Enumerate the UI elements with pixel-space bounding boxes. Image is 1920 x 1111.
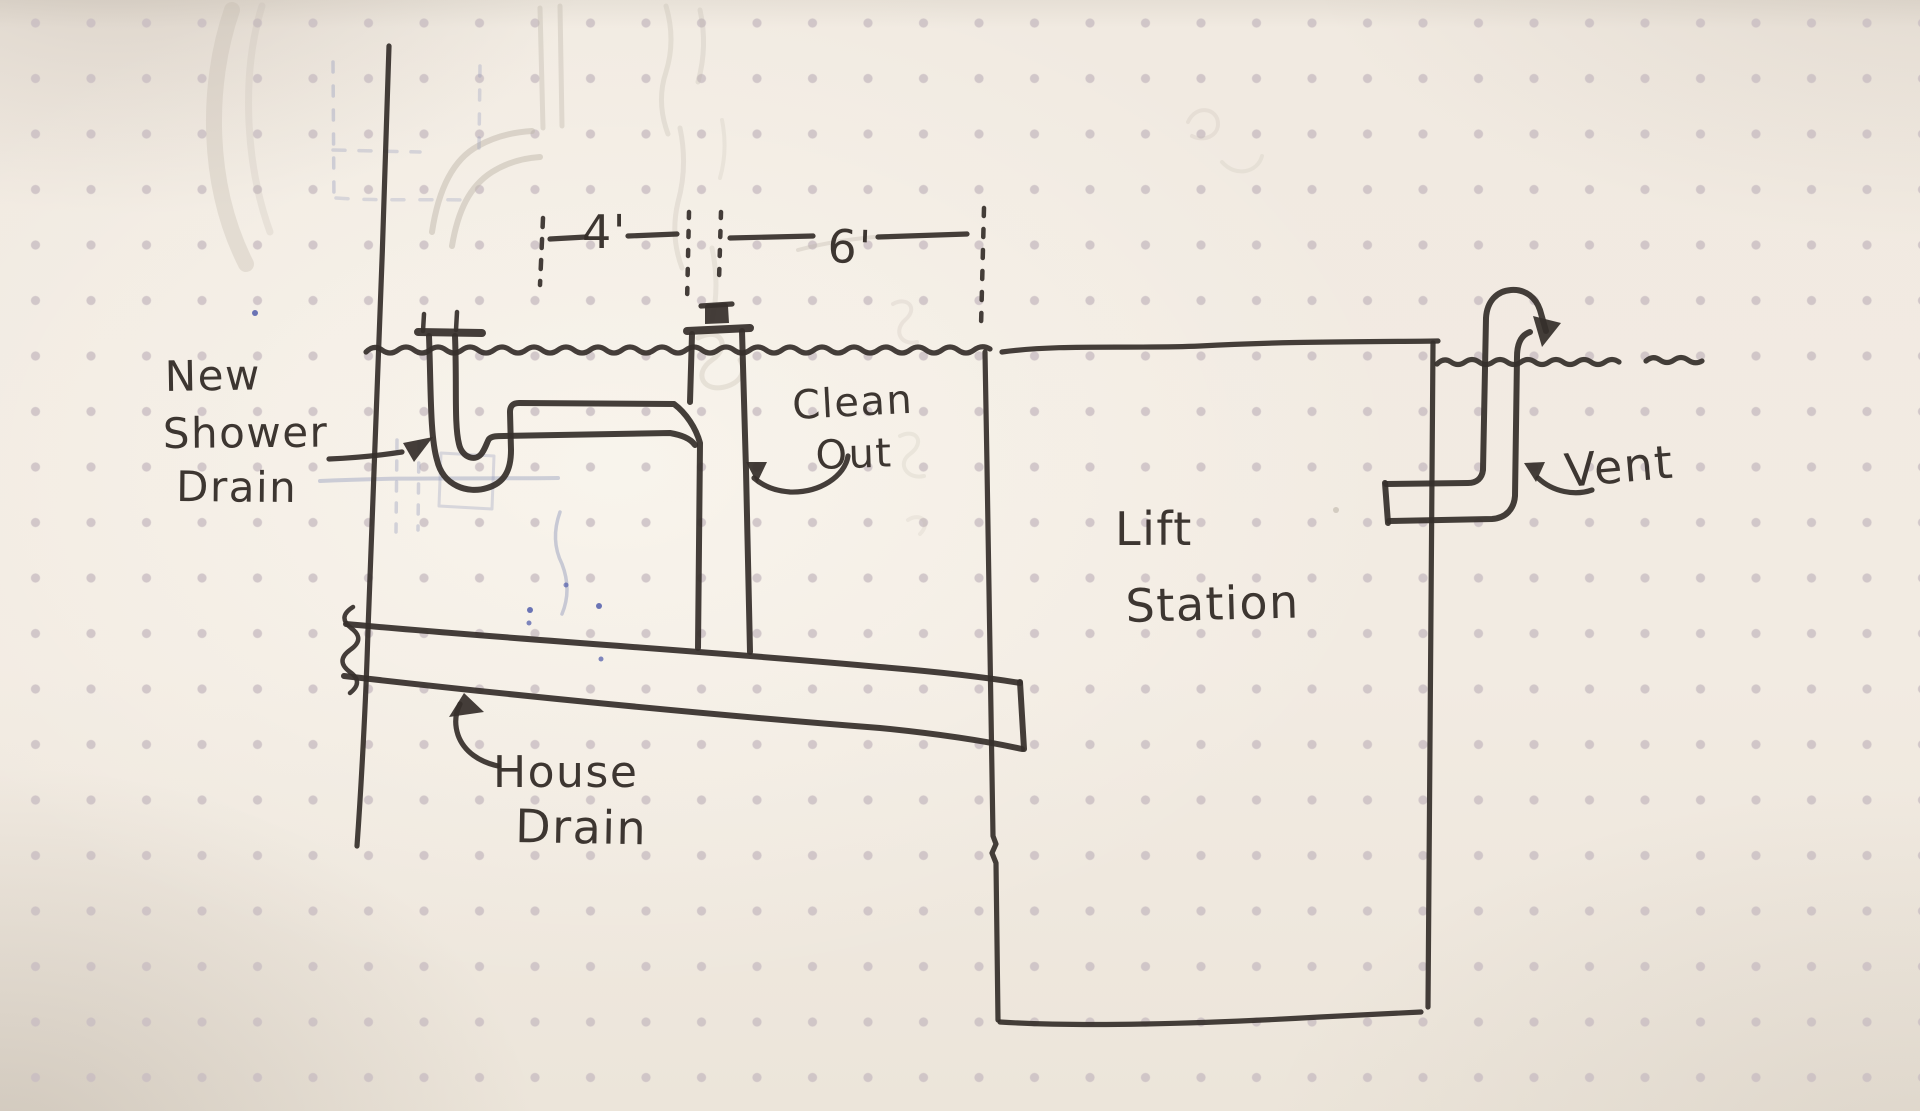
house-wall-line [354,43,392,849]
vent-pipe-top-wall [1383,286,1549,487]
vent-pipe [1382,286,1561,526]
lift-station-left-wall [982,349,1001,1023]
dimension-dashes-6ft [727,231,970,241]
dimension-6ft [684,205,987,330]
ground-line-right [1434,354,1705,368]
vent-pipe-bottom-wall [1386,329,1533,524]
pipe-break-mark [340,604,361,696]
label-clean-out-line2: Out [815,430,894,479]
extension-line-cleanout-left [684,209,692,307]
vent-mouth-flare [1533,316,1561,347]
flange-ticks [420,309,460,334]
extension-line-left [537,215,546,288]
dimension-text-4ft: 4' [582,205,627,259]
cleanout-riser-pipe [683,301,754,655]
shower-drain-flange [414,328,486,337]
riser-right [739,328,753,655]
label-clean-out-line1: Clean [791,377,914,429]
vent-pipe-end-cap [1382,480,1391,526]
lift-station-outline [982,338,1441,1028]
label-lift-station-line1: Lift [1115,502,1193,556]
label-new-shower-drain-line2: Shower [163,408,329,458]
dimension-dashes-4ft [547,231,680,242]
house-drain-end-cap [1017,679,1027,752]
arrow-clean-out [746,453,851,495]
extension-line-cleanout-right [716,209,724,284]
label-new-shower-drain-line1: New [164,350,261,401]
cleanout-cap [705,303,729,324]
labels: New Shower Drain Clean Out Lift Station … [163,205,1676,855]
ghost-blue-marks [252,60,604,662]
shower-trap-pipe [414,309,703,651]
label-vent: Vent [1562,435,1676,498]
cleanout-flange [683,324,754,335]
ink-drawing [326,43,1705,1028]
house-drain-pipe [340,604,1027,752]
riser-left-upper [687,331,695,405]
arrow-house-drain [449,693,501,769]
ghost-sketch [206,2,1339,536]
lift-station-right-wall [1425,340,1436,1010]
extension-line-lift-wall [978,205,987,330]
label-lift-station-line2: Station [1125,574,1300,633]
dimension-4ft [537,215,680,288]
label-house-drain-line1: House [493,747,638,798]
label-house-drain-line2: Drain [515,799,648,855]
ground-line-left [363,344,993,356]
trap-inner-wall [452,333,698,461]
house-drain-bottom [341,673,1025,752]
lift-station-top-edge [999,338,1441,355]
house-drain-top [343,621,1023,686]
label-new-shower-drain-line3: Drain [176,462,298,512]
trap-outer-wall [426,333,703,651]
lift-station-bottom-edge [997,1009,1424,1028]
arrow-shower-drain [326,437,433,462]
dimension-text-6ft: 6' [827,219,874,275]
arrow-vent [1524,462,1595,496]
cleanout-cap-brim [698,301,735,309]
